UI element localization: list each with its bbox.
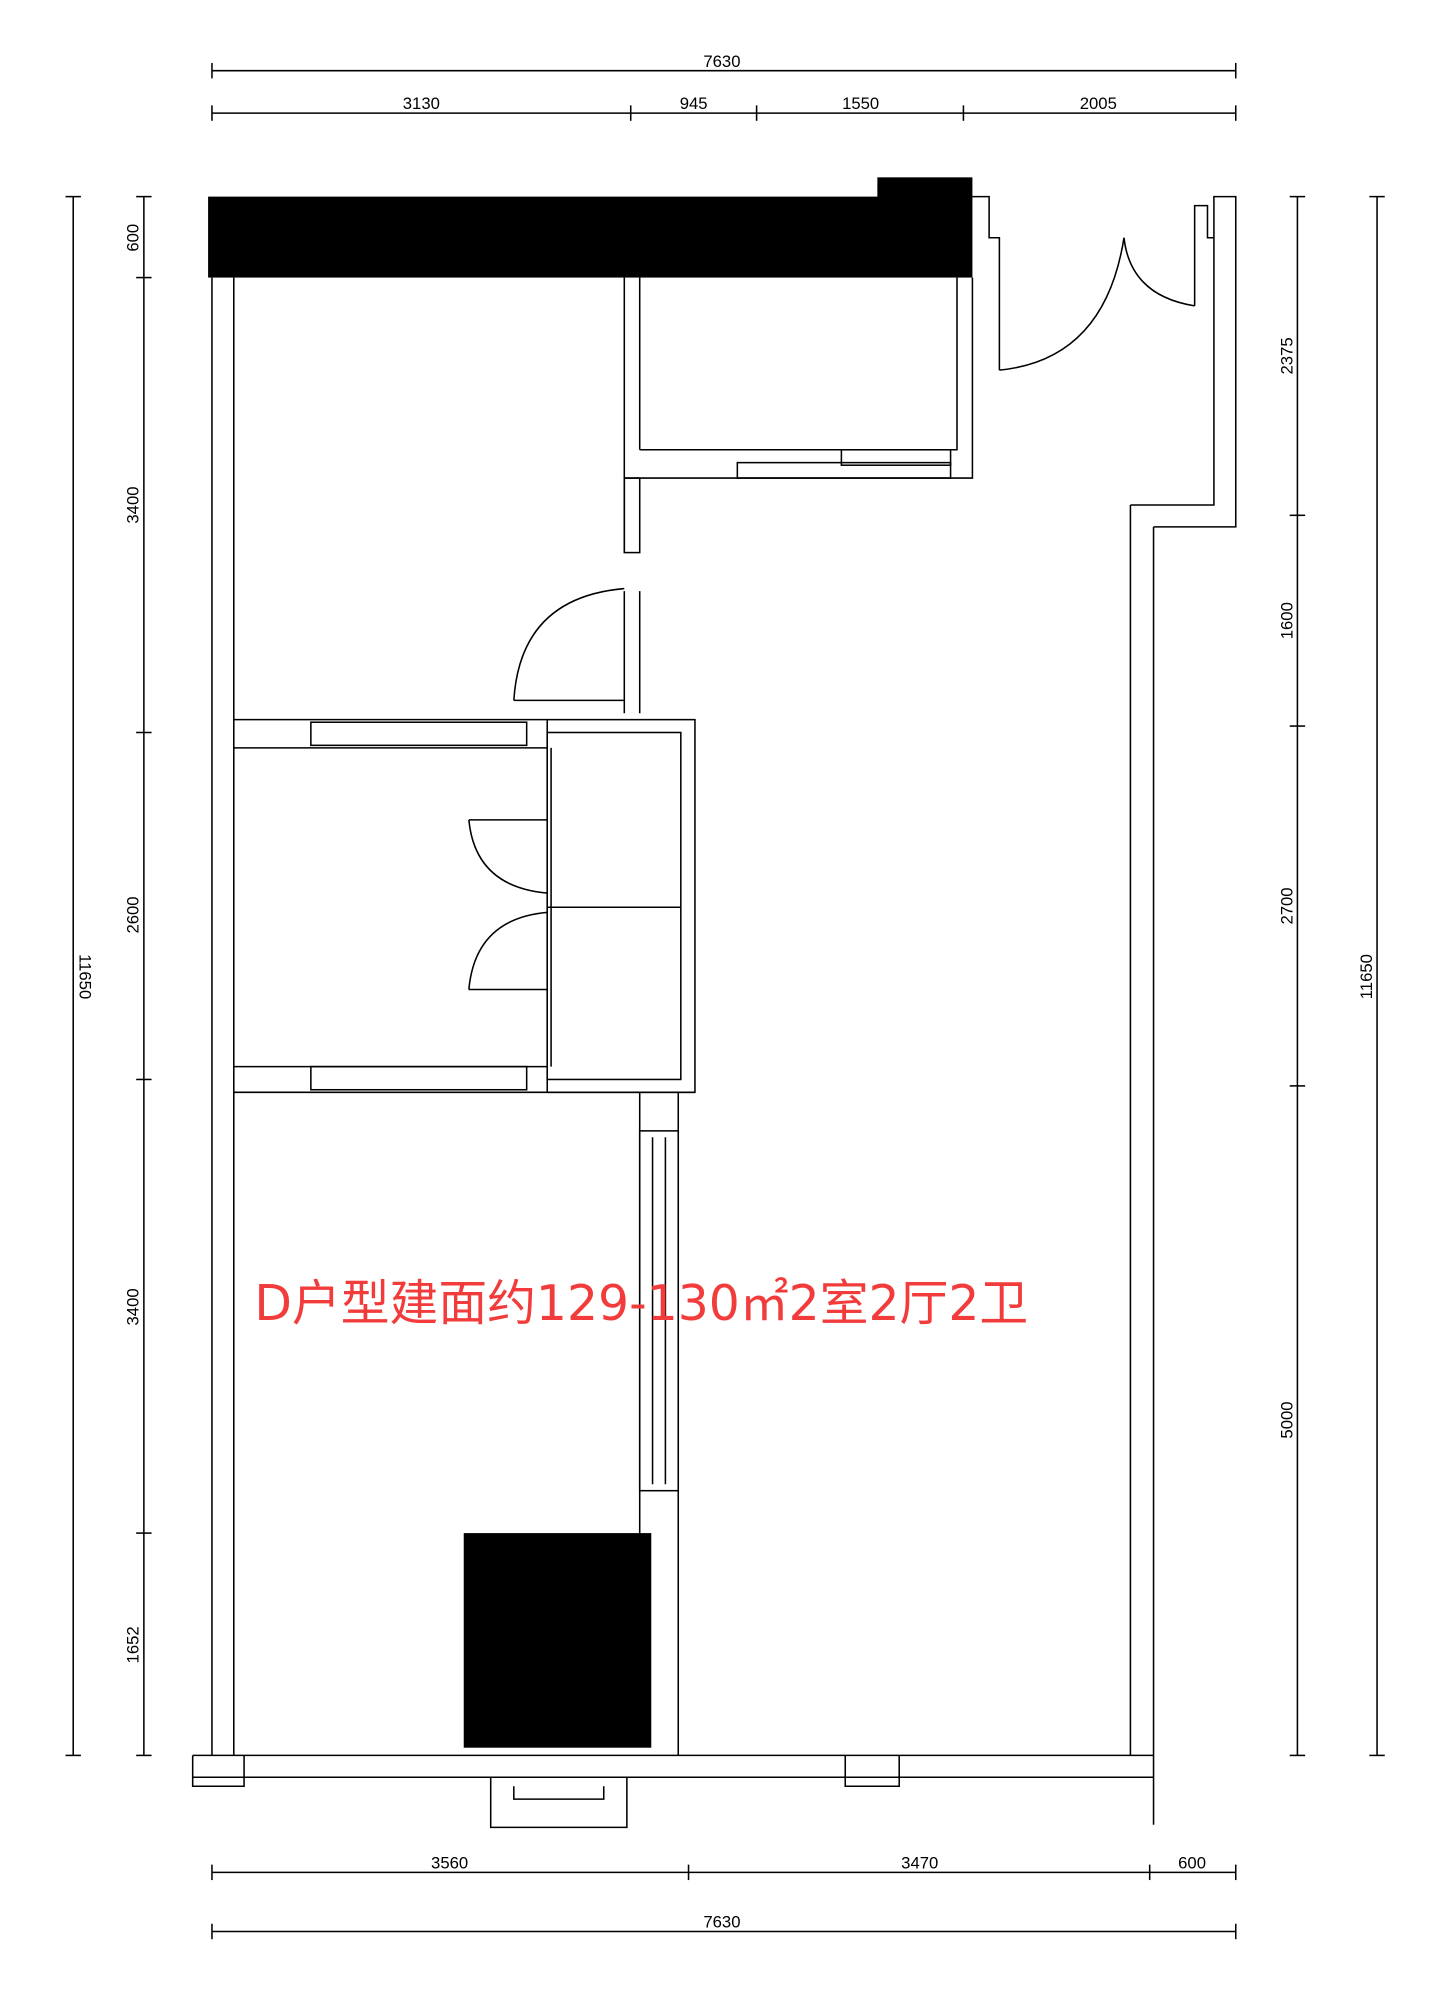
top-wall-step xyxy=(877,177,973,198)
dimension-labels: 7630 3130 945 1550 2005 3560 3470 600 76… xyxy=(76,52,1376,1932)
dim-left-total: 11650 xyxy=(76,954,95,999)
dim-left-4: 3400 xyxy=(124,1288,143,1325)
dim-top-2: 945 xyxy=(680,94,708,113)
dim-left-3: 2600 xyxy=(124,896,143,933)
dim-right-1: 2375 xyxy=(1277,337,1296,374)
dim-top-1: 3130 xyxy=(403,94,440,113)
dim-top-total: 7630 xyxy=(703,52,740,71)
bedroom-door xyxy=(513,587,625,702)
dim-right-3: 2700 xyxy=(1277,887,1296,924)
structural-column xyxy=(463,1533,652,1748)
dim-right-2: 1600 xyxy=(1277,602,1296,639)
dim-bottom-1: 3560 xyxy=(431,1853,468,1872)
dim-top-4: 2005 xyxy=(1080,94,1117,113)
dim-bottom-3: 600 xyxy=(1178,1853,1206,1872)
dim-right-total: 11650 xyxy=(1357,954,1376,999)
bathroom-door-2 xyxy=(468,911,548,991)
dim-left-2: 3400 xyxy=(124,486,143,523)
dim-top-3: 1550 xyxy=(842,94,879,113)
dimension-lines xyxy=(65,62,1385,1940)
entrance-door xyxy=(999,237,1195,371)
bathroom-door-1 xyxy=(468,819,548,894)
top-wall-solid xyxy=(208,196,973,278)
floor-plan-title: D户型建面约129-130㎡2室2厅2卫 xyxy=(254,1275,1028,1332)
dim-bottom-2: 3470 xyxy=(901,1853,938,1872)
dim-right-4: 5000 xyxy=(1277,1401,1296,1438)
dim-left-5: 1652 xyxy=(124,1626,143,1663)
dim-bottom-total: 7630 xyxy=(703,1913,740,1932)
walls xyxy=(191,177,1237,1829)
dim-left-1: 600 xyxy=(124,224,143,252)
